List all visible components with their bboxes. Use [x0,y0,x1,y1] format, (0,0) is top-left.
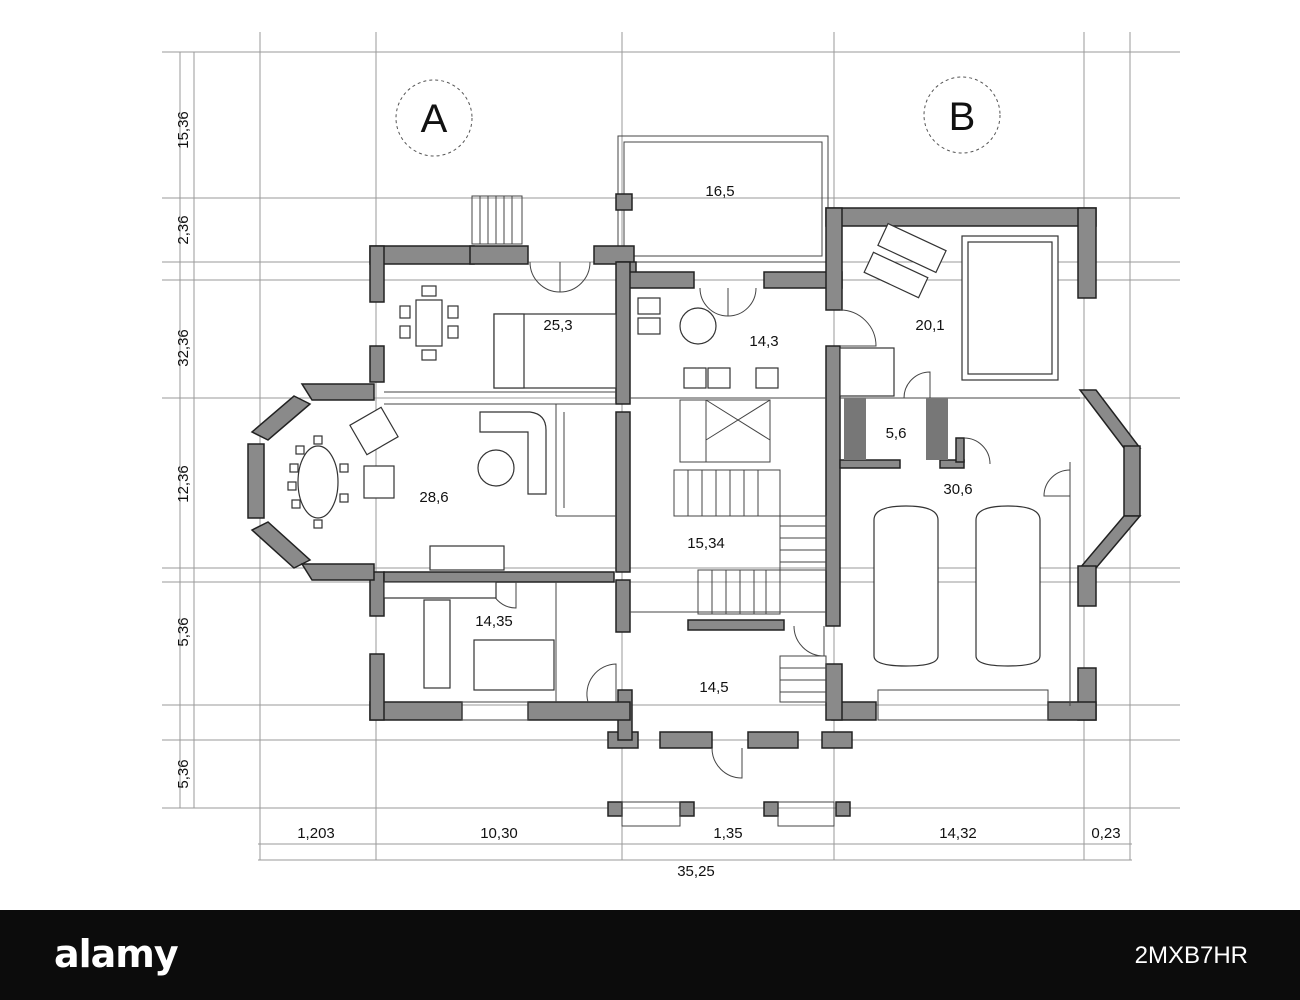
interior-walls [383,261,965,633]
left-dim-6: 5,36 [175,759,192,788]
stock-footer-bar: alamy 2MXB7HR [0,910,1300,1000]
stairs [673,399,827,703]
room-area-terrace: 16,5 [705,183,734,200]
interior-lines [384,391,1080,721]
left-dim-5: 5,36 [175,617,192,646]
left-dim-2: 2,36 [175,215,192,244]
bottom-dim-1: 1,203 [297,825,335,842]
left-dimensions: 15,36 2,36 32,36 12,36 5,36 5,36 [175,111,192,788]
furniture [287,222,1059,691]
bottom-dim-3: 1,35 [713,825,742,842]
entrance-steps [607,801,851,827]
image-id: 2MXB7HR [1134,942,1248,969]
room-area-garage: 30,6 [943,481,972,498]
left-dim-1: 15,36 [175,111,192,149]
axis-circle-b [923,76,1001,154]
left-dim-4: 12,36 [175,465,192,503]
total-dimension: 35,25 [677,863,715,880]
room-area-living: 28,6 [419,489,448,506]
bottom-dim-5: 0,23 [1091,825,1120,842]
room-labels: 16,5 25,3 14,3 20,1 5,6 28,6 30,6 15,34 … [419,183,972,696]
porch-steps-top [471,195,523,245]
room-area-patio: 20,1 [915,317,944,334]
bottom-dimensions: 1,203 10,30 1,35 14,32 0,23 35,25 [297,825,1120,880]
axis-label-a: A [421,97,448,141]
bottom-dim-2: 10,30 [480,825,518,842]
axis-label-b: B [949,95,976,139]
left-dim-3: 32,36 [175,329,192,367]
room-area-hall: 14,3 [749,333,778,350]
room-area-storage: 5,6 [886,425,907,442]
floor-plan: A B [162,32,1180,880]
room-area-stairs: 15,34 [687,535,725,552]
axis-circle-a [395,79,473,157]
room-area-bedroom: 14,35 [475,613,513,630]
bottom-dim-4: 14,32 [939,825,977,842]
alamy-logo: alamy [54,932,179,976]
exterior-walls [247,193,1142,749]
room-area-dining: 25,3 [543,317,572,334]
room-area-entrance: 14,5 [699,679,728,696]
